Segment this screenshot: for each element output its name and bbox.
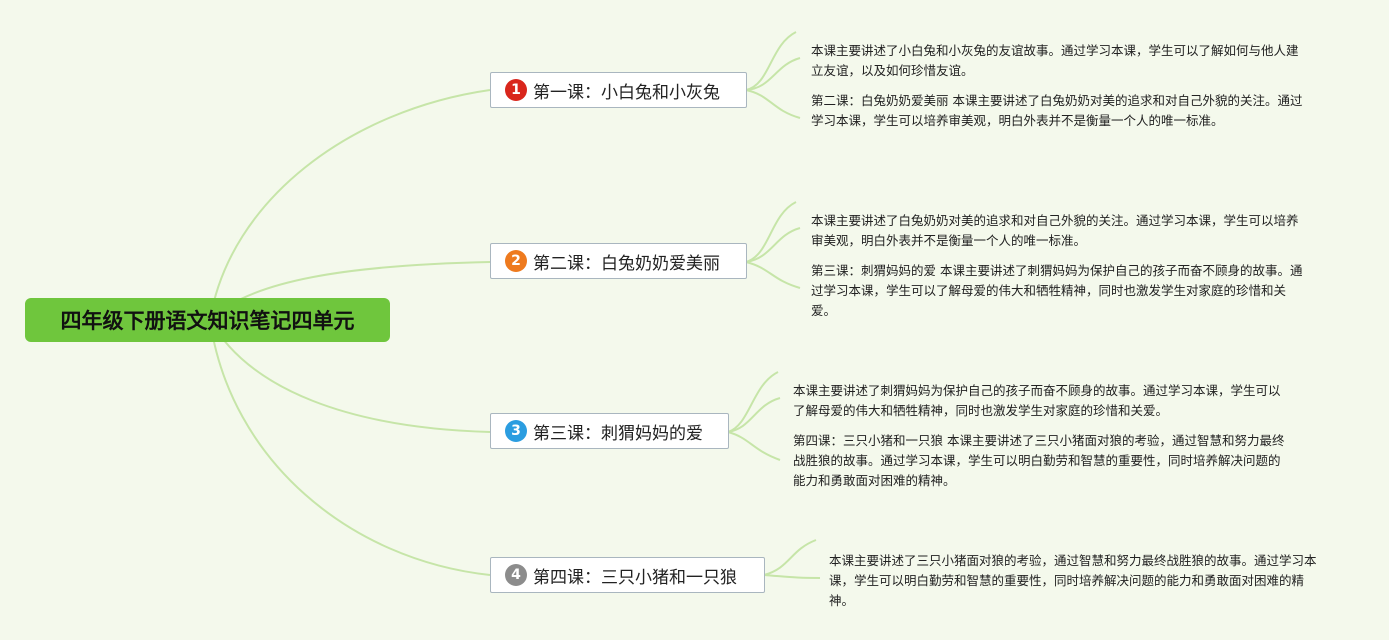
lesson-1-note-1: 本课主要讲述了小白兔和小灰兔的友谊故事。通过学习本课，学生可以了解如何与他人建立… (811, 43, 1299, 78)
connector-lesson-4-note-1 (763, 539, 817, 576)
lesson-4-note-1: 本课主要讲述了三只小猪面对狼的考验，通过智慧和努力最终战胜狼的故事。通过学习本课… (829, 553, 1317, 608)
lesson-label: 第二课：白兔奶奶爱美丽 (533, 253, 720, 274)
connector-lesson-4-note-1b (763, 574, 821, 579)
lesson-node-4[interactable]: 4 第四课：三只小猪和一只狼 (490, 557, 765, 593)
lesson-label: 第三课：刺猬妈妈的爱 (533, 423, 703, 444)
connector-root-lesson-4 (209, 319, 491, 576)
connector-lesson-3-note-2 (727, 431, 781, 461)
lesson-2-note-1: 本课主要讲述了白兔奶奶对美的追求和对自己外貌的关注。通过学习本课，学生可以培养审… (811, 213, 1299, 248)
lesson-2-note-2: 第三课：刺猬妈妈的爱 本课主要讲述了刺猬妈妈为保护自己的孩子而奋不顾身的故事。通… (811, 263, 1303, 318)
lesson-number-badge: 3 (505, 420, 527, 442)
lesson-1-note-2: 第二课：白兔奶奶爱美丽 本课主要讲述了白兔奶奶对美的追求和对自己外貌的关注。通过… (811, 93, 1303, 128)
root-topic[interactable]: 四年级下册语文知识笔记四单元 (25, 298, 390, 342)
lesson-label: 第一课：小白兔和小灰兔 (533, 82, 720, 103)
connector-root-lesson-3 (209, 319, 491, 433)
lesson-number-badge: 4 (505, 564, 527, 586)
connector-lesson-1-note-1 (745, 31, 797, 91)
lesson-3-note-2: 第四课：三只小猪和一只狼 本课主要讲述了三只小猪面对狼的考验，通过智慧和努力最终… (793, 433, 1285, 488)
connector-lesson-3-note-1 (727, 371, 779, 433)
connector-lesson-2-note-1 (745, 201, 797, 263)
connector-lesson-1-note-2 (745, 89, 801, 119)
root-title: 四年级下册语文知识笔记四单元 (60, 309, 355, 333)
lesson-number-badge: 1 (505, 79, 527, 101)
lesson-label: 第四课：三只小猪和一只狼 (533, 567, 737, 588)
connector-lesson-1-note-1b (745, 57, 801, 91)
connector-root-lesson-1 (209, 89, 491, 321)
connector-lesson-2-note-2 (745, 261, 801, 289)
connector-lesson-2-note-1b (745, 227, 801, 263)
lesson-node-3[interactable]: 3 第三课：刺猬妈妈的爱 (490, 413, 729, 449)
connector-lesson-3-note-1b (727, 397, 781, 433)
lesson-3-note-1: 本课主要讲述了刺猬妈妈为保护自己的孩子而奋不顾身的故事。通过学习本课，学生可以了… (793, 383, 1281, 418)
lesson-node-1[interactable]: 1 第一课：小白兔和小灰兔 (490, 72, 747, 108)
lesson-number-badge: 2 (505, 250, 527, 272)
lesson-node-2[interactable]: 2 第二课：白兔奶奶爱美丽 (490, 243, 747, 279)
